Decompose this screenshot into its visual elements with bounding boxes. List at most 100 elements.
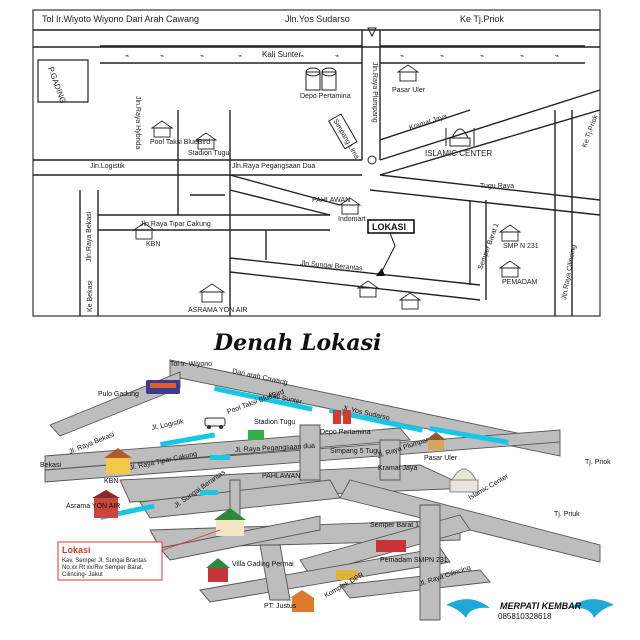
- kbn-label: KBN: [104, 478, 118, 485]
- road-label-pahlawan: PAHLAWAN: [312, 197, 350, 204]
- road-label-kali-sunter: Kali Sunter: [262, 50, 301, 59]
- pool-label: Pool Taksi BlueBird: [150, 139, 210, 146]
- road-label-pegangsaan: Jln.Raya Pegangsaan Dua: [232, 163, 315, 170]
- svg-text:⌁: ⌁: [520, 53, 524, 60]
- fuel-tank-icon: [333, 410, 351, 424]
- pemadam-label: PEMADAM: [502, 279, 538, 286]
- road-label-right-priok: Ke Tj.Priok: [581, 114, 599, 149]
- house-icon: [498, 260, 522, 278]
- pasar-label: Pasar Uler: [392, 87, 426, 94]
- mosque-icon: [445, 128, 475, 147]
- stadion-label: Stadion Tugu: [188, 150, 229, 157]
- svg-text:⌁: ⌁: [555, 53, 559, 60]
- road-label-logistik: Jln.Logistik: [90, 163, 125, 170]
- road-label-bekasi: Bekasi: [40, 462, 61, 469]
- road-label-semper: Semper Barat 1: [370, 522, 419, 529]
- lokasi-house-icon: [214, 508, 246, 536]
- road-label-hybrida: Jln.Raya Hybrida: [134, 96, 141, 149]
- kbn-label: KBN: [146, 241, 160, 248]
- road-label-semper: Semper Barat 1: [477, 222, 500, 271]
- market-icon: [426, 432, 446, 450]
- asrama-label: ASRAMA YON AIR: [188, 307, 247, 314]
- svg-text:⌁: ⌁: [335, 53, 339, 60]
- house-icon: [132, 222, 156, 240]
- pemadam-label: Pemadam SMPN 231: [380, 557, 448, 564]
- house-icon: [150, 120, 174, 138]
- svg-text:⌁: ⌁: [125, 53, 129, 60]
- svg-text:⌁: ⌁: [480, 53, 484, 60]
- taxi-icon: [204, 417, 226, 429]
- road-label-sudarso: Jln.Yos Sudarso: [285, 14, 350, 24]
- pasar-label: Pasar Uler: [424, 455, 458, 462]
- road-label-tugu: Tugu Raya: [480, 183, 514, 190]
- komplek-icon: [336, 570, 358, 580]
- factory-icon: [290, 590, 314, 612]
- stadium-icon: [248, 430, 264, 440]
- road-label-kramat: Kramat Jaya: [378, 465, 417, 472]
- svg-text:⌁: ⌁: [400, 53, 404, 60]
- svg-text:⌁: ⌁: [160, 53, 164, 60]
- svg-text:⌁: ⌁: [200, 53, 204, 60]
- road-label-plumpang: Jln.Raya Plumpang: [371, 62, 378, 123]
- villa-icon: [206, 558, 230, 582]
- pulo-label: Pulo Gadung: [98, 391, 139, 398]
- justus-label: PT. Justus: [264, 603, 297, 610]
- road-network: [44, 359, 601, 621]
- road-label-tol-wiyono: Tol Ir. Wiyono: [170, 361, 212, 368]
- map-frame: [32, 9, 601, 317]
- simpang-lima-box: Simpang Lima: [328, 113, 360, 161]
- house-icon: [198, 283, 226, 303]
- road-label-ke-bekasi: Ke Bekasi: [87, 280, 94, 312]
- road-label-priok: Tj. Priok: [585, 459, 611, 466]
- house-icon: [398, 292, 422, 310]
- villa-label: Villa Gading Permai: [232, 561, 294, 568]
- stadion-label: Stadion Tugu: [254, 419, 295, 426]
- lokasi-label: LOKASI: [372, 222, 406, 232]
- svg-text:⌁: ⌁: [300, 53, 304, 60]
- road-label-tol: Tol Ir.Wiyoto Wiyono Dari Arah Cawang: [42, 14, 199, 24]
- kali-sunter-river: [100, 385, 509, 520]
- bus-icon: [146, 380, 180, 394]
- indomart-label: Indomart: [338, 216, 366, 223]
- merpati-kembar-logo: MERPATI KEMBAR 085810328618: [446, 599, 614, 621]
- simpang-label: Simpang 5 Tugu: [330, 448, 381, 455]
- road-label-ke-priok: Ke Tj.Priok: [460, 14, 504, 24]
- svg-text:⌁: ⌁: [238, 53, 242, 60]
- asrama-building-icon: [92, 490, 120, 518]
- road-label-priuk: Tj. Priuk: [554, 511, 580, 518]
- lokasi-title: Lokasi: [62, 545, 91, 555]
- kbn-building-icon: [104, 448, 132, 474]
- logo-phone: 085810328618: [498, 612, 552, 621]
- depo-label: Depo Pertamina: [320, 429, 371, 436]
- house-icon: [498, 224, 522, 242]
- smpn-label: SMP N 231: [503, 243, 539, 250]
- address-line-3: Cilincing- Jakut: [62, 572, 103, 578]
- lokasi-marker: [367, 219, 415, 234]
- location-map-3d: Denah Lokasi Tol Ir. Wiyono Dari arah Ca…: [40, 330, 614, 621]
- top-street-map: ⌁ ⌁ ⌁ ⌁ ⌁ ⌁ ⌁ ⌁ ⌁ ⌁ ⌁ Tol Ir.Wiyoto Wiyono Dari …: [32, 9, 601, 317]
- lokasi-address-box: Lokasi Kav. Semper Jl. Sungai Brantas No…: [57, 541, 163, 581]
- road-label-pegangsaan: Jl. Raya Pegangsaan dua: [235, 443, 316, 454]
- asrama-label: Asrama YON AIR: [66, 503, 120, 510]
- logo-name: MERPATI KEMBAR: [500, 601, 582, 611]
- road-label-cilincing: Jln.Raya Cilincing: [561, 244, 578, 300]
- depo-tanks-icon: [305, 67, 337, 91]
- road-label-pahlawan: PAHLAWAN: [262, 473, 300, 480]
- road-label-tipar: Jln.Raya Tipar Cakung: [140, 221, 211, 228]
- address-line-1: Kav. Semper Jl. Sungai Brantas: [62, 558, 147, 564]
- road-label-kramat: Kramat Jaya: [408, 113, 448, 132]
- road-label-sungai: Jln.Sungai Berantas: [300, 260, 364, 272]
- svg-text:⌁: ⌁: [440, 53, 444, 60]
- fire-station-icon: [376, 540, 406, 552]
- depo-label: Depo Pertamina: [300, 93, 351, 100]
- house-icon: [194, 132, 218, 150]
- road-label-logistik: Jl. Logistik: [151, 418, 185, 432]
- address-line-2: No.xx Rt xx/Rw Semper Barat,: [62, 565, 144, 571]
- road-label-p-gading: P.GADING: [46, 66, 67, 105]
- house-icon: [356, 280, 380, 298]
- road-label-bekasi: Jln.Raya Bekasi: [86, 211, 93, 262]
- mosque-icon: [449, 468, 479, 493]
- islamic-label: ISLAMIC CENTER: [425, 149, 492, 158]
- house-icon: [396, 64, 420, 82]
- map-title: Denah Lokasi: [213, 330, 381, 356]
